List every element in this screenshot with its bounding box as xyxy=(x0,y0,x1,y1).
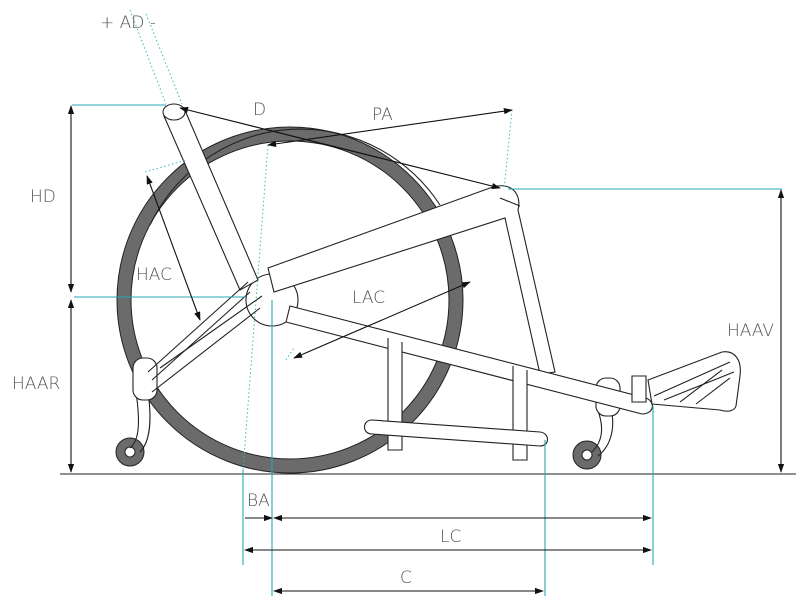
hac-arrow xyxy=(146,175,201,321)
label-ba: BA xyxy=(247,491,270,511)
labels: + AD - D PA HD HAC LAC HAAR HAAV BA LC C xyxy=(12,13,774,588)
label-lac: LAC xyxy=(352,288,385,308)
label-haar: HAAR xyxy=(12,374,60,394)
label-lc: LC xyxy=(440,527,461,547)
rear-caster xyxy=(115,357,158,467)
label-d: D xyxy=(253,100,266,120)
label-c: C xyxy=(400,568,412,588)
label-pa: PA xyxy=(372,105,393,125)
label-ad: + AD - xyxy=(100,13,156,33)
rear-wheel xyxy=(116,126,464,474)
pa-arrow xyxy=(267,108,513,147)
lac-arrow xyxy=(293,281,471,359)
label-hac: HAC xyxy=(136,265,172,285)
label-hd: HD xyxy=(30,187,56,207)
d-arrow xyxy=(179,106,501,190)
label-haav: HAAV xyxy=(727,321,774,341)
dimension-arrows xyxy=(67,105,785,595)
